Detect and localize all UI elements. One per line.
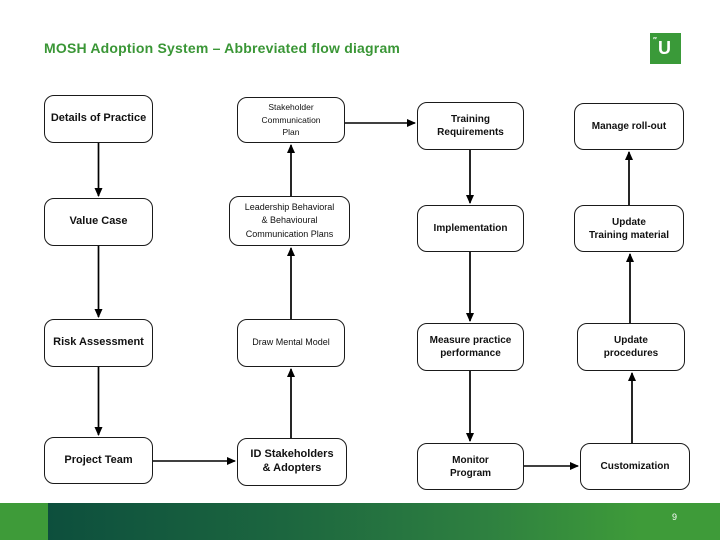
node-label: Customization [600, 461, 670, 472]
slide-title: MOSH Adoption System – Abbreviated flow … [44, 40, 401, 56]
node-customization: Customization [580, 443, 690, 490]
node-label: Leadership Behavioral & Behavioural Comm… [244, 202, 335, 239]
node-label: Manage roll-out [591, 121, 667, 132]
node-label: Update procedures [603, 335, 659, 359]
node-measure-practice-performance: Measure practice performance [417, 323, 524, 371]
node-monitor-program: Monitor Program [417, 443, 524, 490]
footer-left-block [0, 503, 48, 540]
node-label: Measure practice performance [429, 335, 512, 359]
node-label: Details of Practice [50, 112, 147, 125]
node-label: Stakeholder Communication Plan [261, 101, 321, 138]
node-update-training-material: Update Training material [574, 205, 684, 252]
node-label: Training Requirements [437, 114, 504, 138]
node-label: Project Team [64, 453, 133, 466]
node-value-case: Value Case [44, 198, 153, 246]
node-risk-assessment: Risk Assessment [44, 319, 153, 367]
page-number: 9 [672, 512, 678, 522]
node-implementation: Implementation [417, 205, 524, 252]
node-details-of-practice: Details of Practice [44, 95, 153, 143]
footer-bar [0, 503, 720, 540]
node-label: Update Training material [588, 216, 670, 241]
node-stakeholder-communication-plan: Stakeholder Communication Plan [237, 97, 345, 143]
node-manage-roll-out: Manage roll-out [574, 103, 684, 150]
node-id-stakeholders-adopters: ID Stakeholders & Adopters [237, 438, 347, 486]
node-label: Implementation [433, 223, 508, 234]
node-project-team: Project Team [44, 437, 153, 484]
university-logo: ″ U [650, 33, 681, 64]
footer-gradient-bar [48, 503, 720, 540]
node-label: Draw Mental Model [252, 337, 330, 348]
logo-quote-mark: ″ [653, 36, 657, 45]
node-label: Value Case [69, 215, 128, 228]
node-update-procedures: Update procedures [577, 323, 685, 371]
node-training-requirements: Training Requirements [417, 102, 524, 150]
node-leadership-behavioral-plans: Leadership Behavioral & Behavioural Comm… [229, 196, 350, 246]
node-label: ID Stakeholders & Adopters [250, 448, 334, 474]
node-draw-mental-model: Draw Mental Model [237, 319, 345, 367]
node-label: Monitor Program [449, 454, 492, 479]
node-label: Risk Assessment [53, 336, 144, 349]
logo-letter: U [658, 38, 671, 58]
